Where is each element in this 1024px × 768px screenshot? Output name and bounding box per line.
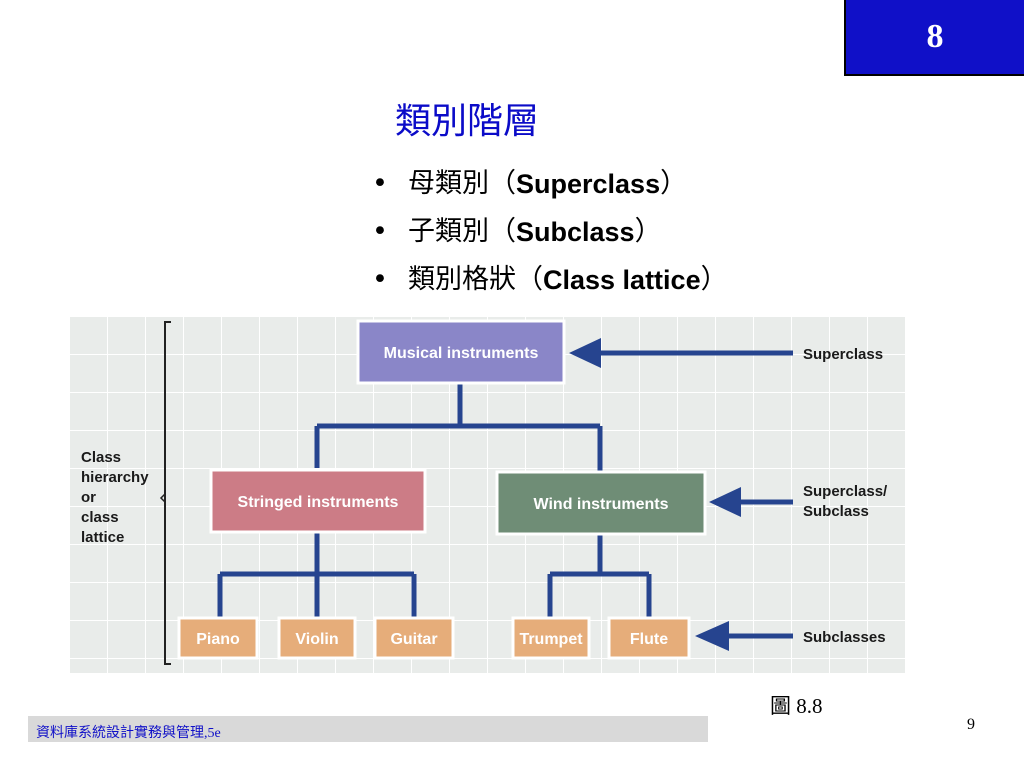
node-flute-label: Flute [630, 631, 668, 648]
node-guitar-label: Guitar [390, 631, 437, 648]
hierarchy-bracket [164, 321, 171, 665]
bullet-dot: • [372, 168, 388, 199]
node-piano-label: Piano [196, 631, 240, 648]
node-musical-instruments [356, 319, 566, 385]
node-wind-instruments [495, 470, 707, 536]
class-hierarchy-diagram: Class hierarchy or class lattice Musical… [69, 316, 905, 673]
bullet-close-paren: ） [634, 216, 662, 247]
left-label-line: or [81, 489, 96, 506]
node-violin [277, 616, 357, 660]
footer-bar [28, 716, 708, 742]
bracket-notch [159, 493, 166, 503]
node-stringed-instruments [209, 468, 427, 534]
footer-text: 資料庫系統設計實務與管理,5e [36, 726, 221, 741]
bullet-item: • 子類別 （ Subclass ） [372, 212, 728, 260]
node-violin-label: Violin [295, 631, 338, 648]
bullet-open-paren: （ [489, 168, 516, 199]
bullet-en: Subclass [516, 217, 635, 247]
arrow-head [709, 487, 741, 517]
bullet-close-paren: ） [660, 168, 688, 199]
arrow-head [695, 621, 729, 651]
bullet-zh: 母類別 [408, 168, 489, 199]
bullet-dot: • [372, 264, 388, 295]
node-wind-instruments-label: Wind instruments [534, 496, 669, 513]
superclass-label: Superclass [803, 346, 883, 363]
bullet-zh: 子類別 [408, 216, 489, 247]
node-stringed-instruments-label: Stringed instruments [238, 494, 399, 511]
page-number: 9 [967, 716, 975, 733]
figure-caption: 圖 8.8 [770, 694, 823, 718]
chapter-number-box: 8 [844, 0, 1024, 76]
node-musical-instruments-label: Musical instruments [384, 345, 539, 362]
node-flute [607, 616, 691, 660]
bullet-en: Class lattice [543, 265, 701, 295]
bullet-zh: 類別格狀 [408, 264, 516, 295]
superclass-subclass-label-line: Subclass [803, 503, 869, 520]
pointer-arrows [569, 338, 793, 651]
node-piano [177, 616, 259, 660]
subclasses-label: Subclasses [803, 629, 886, 646]
left-label-line: lattice [81, 529, 124, 546]
arrow-head [569, 338, 601, 368]
bullet-dot: • [372, 216, 388, 247]
superclass-subclass-label-line: Superclass/ [803, 483, 888, 500]
node-guitar [373, 616, 455, 660]
node-trumpet-label: Trumpet [519, 631, 583, 648]
bullet-list: • 母類別 （ Superclass ） • 子類別 （ Subclass ） … [372, 164, 728, 308]
left-label-line: hierarchy [81, 469, 149, 486]
bullet-close-paren: ） [700, 264, 728, 295]
node-trumpet [511, 616, 591, 660]
bullet-item: • 母類別 （ Superclass ） [372, 164, 728, 212]
chapter-number: 8 [926, 18, 944, 55]
bullet-open-paren: （ [489, 216, 516, 247]
left-label-line: class [81, 509, 119, 526]
class-hierarchy-label: Class hierarchy or class lattice [81, 449, 149, 546]
bullet-open-paren: （ [516, 264, 543, 295]
slide-title: 類別階層 [395, 101, 540, 142]
bullet-en: Superclass [516, 169, 661, 199]
bullet-item: • 類別格狀 （ Class lattice ） [372, 260, 728, 308]
left-label-line: Class [81, 449, 121, 466]
